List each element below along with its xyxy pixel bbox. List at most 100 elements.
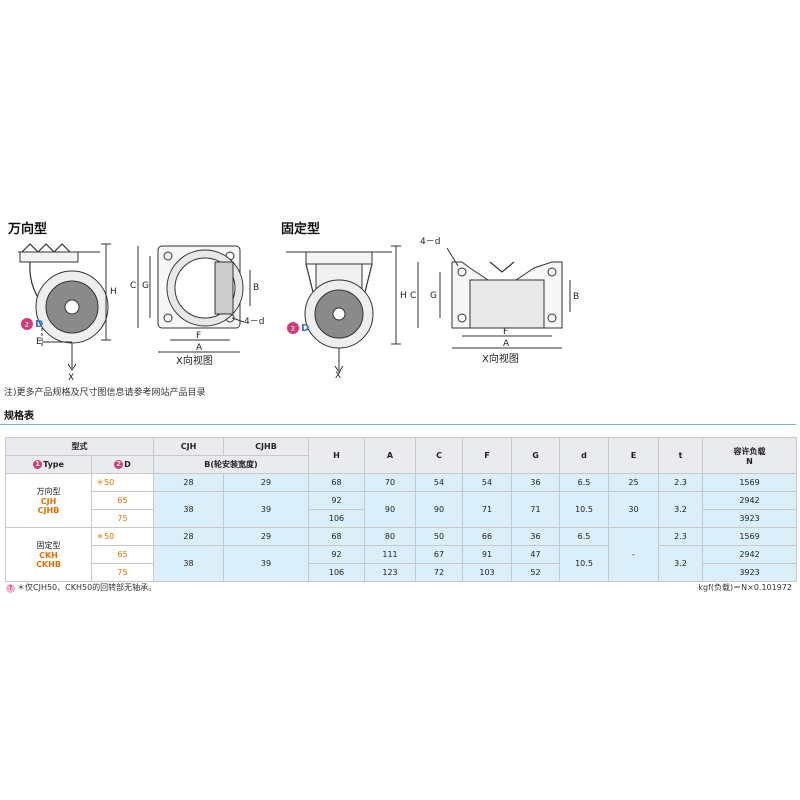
type-code: CKHB xyxy=(36,560,61,569)
cell-d: 10.5 xyxy=(559,545,609,582)
cell-H: 92 xyxy=(308,491,365,510)
cell-b1: 28 xyxy=(153,473,224,492)
col-h: H xyxy=(308,437,365,474)
rigid-d-label: D xyxy=(301,323,309,334)
col-c: C xyxy=(415,437,463,474)
plate2-b-label: B xyxy=(573,292,579,302)
cell-A: 111 xyxy=(364,545,416,564)
cell-D: ＊50 xyxy=(91,527,154,546)
swivel-e-label: E xyxy=(36,337,42,347)
cell-D: 75 xyxy=(91,563,154,582)
swivel-caster-drawing xyxy=(18,243,111,371)
col-cjhb: CJHB xyxy=(223,437,309,456)
cell-C: 50 xyxy=(415,527,463,546)
cell-E: 25 xyxy=(608,473,659,492)
cell-D: ＊50 xyxy=(91,473,154,492)
type-code: CJHB xyxy=(37,506,60,515)
col-b: B(轮安装宽度) xyxy=(153,455,309,474)
cell-d: 6.5 xyxy=(559,473,609,492)
cell-D: 75 xyxy=(91,509,154,528)
type-cell-swivel: 万向型 CJH CJHB xyxy=(5,473,92,528)
cell-G: 36 xyxy=(511,473,560,492)
d-badge-icon xyxy=(21,318,33,330)
table-title: 规格表 xyxy=(4,411,34,422)
rigid-h-label: H xyxy=(400,291,407,301)
col-f: F xyxy=(462,437,512,474)
cell-b2: 29 xyxy=(223,527,309,546)
load-unit: N xyxy=(746,456,753,466)
cell-E: 30 xyxy=(608,491,659,528)
cell-H: 92 xyxy=(308,545,365,564)
rigid-caster-drawing xyxy=(286,245,401,373)
type-label: Type xyxy=(43,460,64,469)
plate1-view-label: X向视图 xyxy=(176,354,213,367)
cell-H: 106 xyxy=(308,509,365,528)
table-row: 固定型 CKH CKHB ＊50 28 29 68 80 50 66 36 6.… xyxy=(5,527,797,582)
note-marker-icon: ? xyxy=(6,584,15,593)
D-label: D xyxy=(124,460,131,469)
type-badge-icon: 1 xyxy=(33,460,43,469)
col-d: d xyxy=(559,437,609,474)
cell-F: 71 xyxy=(462,491,512,528)
catalog-note: 注)更多产品规格及尺寸图信息请参考网站产品目录 xyxy=(4,388,206,398)
table-row: 65 38 39 92 111 67 91 47 10.5 3.2 2942 xyxy=(6,545,797,582)
cell-G: 71 xyxy=(511,491,560,528)
d-badge-num: 2 xyxy=(25,321,29,329)
table-row: 75 106 3923 xyxy=(6,509,797,528)
cell-G: 52 xyxy=(511,563,560,582)
col-model: 型式 xyxy=(5,437,154,456)
rigid-plate-view xyxy=(417,247,571,349)
cell-G: 47 xyxy=(511,545,560,564)
cell-N: 2942 xyxy=(702,491,797,510)
caster-drawings: 2 D E X H C G B F A 4－d X向视图 2 D X H 4－d… xyxy=(18,237,579,382)
swivel-d-label: D xyxy=(35,319,43,330)
plate2-c-label: C xyxy=(410,291,416,301)
swivel-x-label: X xyxy=(68,373,74,382)
cell-H: 68 xyxy=(308,527,365,546)
type-code: CJH xyxy=(40,497,57,506)
cell-A: 70 xyxy=(364,473,416,492)
cell-N: 1569 xyxy=(702,527,797,546)
plate2-g-label: G xyxy=(430,291,437,301)
cell-t: 2.3 xyxy=(658,527,703,546)
col-e: E xyxy=(608,437,659,474)
d-badge-icon xyxy=(287,322,299,334)
load-label: 容许负载 xyxy=(733,446,766,456)
plate1-hole-label: 4－d xyxy=(244,317,264,327)
col-a: A xyxy=(364,437,416,474)
swivel-h-label: H xyxy=(110,287,117,297)
d-badge-icon: 2 xyxy=(114,460,124,469)
cell-D: 65 xyxy=(91,545,154,564)
cell-C: 67 xyxy=(415,545,463,564)
plate2-view-label: X向视图 xyxy=(482,352,519,365)
col-t: t xyxy=(658,437,703,474)
footnote-text: ＊仅CJH50、CKH50的回转部无轴承。 xyxy=(17,583,157,592)
plate2-f-label: F xyxy=(503,327,508,337)
cell-F: 54 xyxy=(462,473,512,492)
type-cell-rigid: 固定型 CKH CKHB xyxy=(5,527,92,582)
table-row: 万向型 CJH CJHB ＊50 28 29 68 70 54 54 36 6.… xyxy=(5,473,797,528)
cell-F: 91 xyxy=(462,545,512,564)
cell-b1: 28 xyxy=(153,527,224,546)
cell-b2: 39 xyxy=(223,491,309,528)
cell-D: 65 xyxy=(91,491,154,510)
cell-G: 36 xyxy=(511,527,560,546)
cell-N: 2942 xyxy=(702,545,797,564)
cell-H: 68 xyxy=(308,473,365,492)
type-name: 固定型 xyxy=(36,541,61,550)
cell-F: 66 xyxy=(462,527,512,546)
cell-b2: 39 xyxy=(223,545,309,582)
type-name: 万向型 xyxy=(36,487,61,496)
plate1-a-label: A xyxy=(196,343,203,353)
plate2-a-label: A xyxy=(503,339,510,349)
table-header-row: 型式 CJH CJHB H A C F G d E t 容许负载 N xyxy=(5,437,797,474)
swivel-section-title: 万向型 xyxy=(8,222,48,237)
cell-N: 3923 xyxy=(702,563,797,582)
cell-t: 3.2 xyxy=(658,491,703,528)
cell-C: 54 xyxy=(415,473,463,492)
cell-A: 80 xyxy=(364,527,416,546)
col-g: G xyxy=(511,437,560,474)
